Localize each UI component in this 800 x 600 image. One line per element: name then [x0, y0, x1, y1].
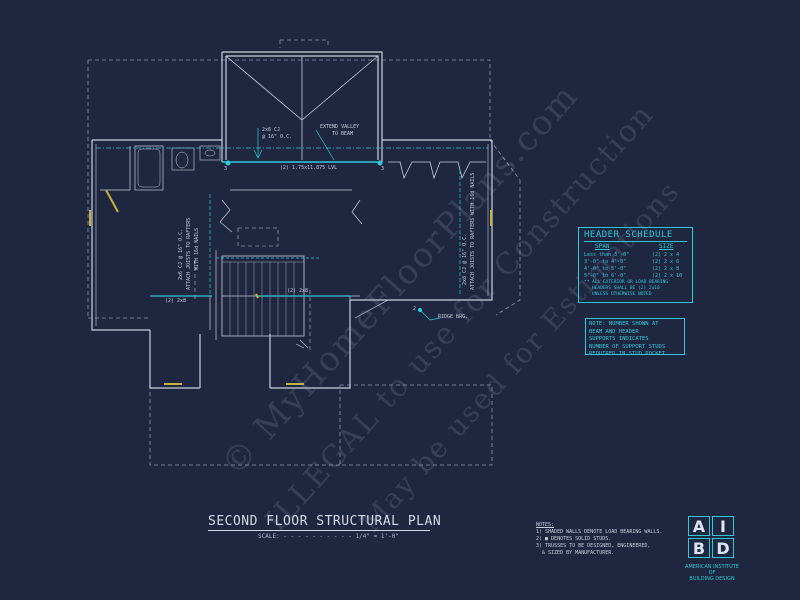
tub — [134, 145, 164, 191]
plan-scale-label: SCALE: — [258, 533, 280, 540]
plan-scale: SCALE: - - - - - - - - - - 1/4" = 1'-0" — [258, 533, 399, 540]
header-schedule-span: 4'-0" to 5'-0" — [584, 266, 627, 272]
stud-note-line-1: NOTE: NUMBER SHOWN AT — [589, 321, 659, 327]
callout-cj-top-spacing: @ 16" O.C. — [262, 134, 293, 140]
plan-scale-value: 1/4" = 1'-0" — [355, 533, 399, 540]
callout-cj-top: 2x6 CJ — [262, 127, 281, 133]
stud-note-line-3: SUPPORTS INDICATES — [589, 336, 649, 342]
post-count-ridge: 2 — [413, 306, 417, 312]
attic-access — [237, 227, 279, 247]
header-schedule-span: 3'-0" to 4'-0" — [584, 259, 627, 265]
callout-left-joists: 2x6 CJ @ 16" O.C. — [178, 228, 184, 280]
plan-title-underline — [208, 530, 430, 531]
stud-note-line-2: BEAM AND HEADER — [589, 328, 639, 335]
logo-caption: AMERICAN INSTITUTE OF BUILDING DESIGN — [672, 564, 752, 582]
header-schedule-col-span: SPAN — [595, 243, 610, 250]
header-schedule-size: (2) 2 x 10 — [652, 273, 683, 279]
roof-overhang-bottom-right — [339, 384, 493, 466]
header-schedule-span: Less than 3'-0" — [584, 252, 630, 258]
header-left: (2) 2x8 — [165, 298, 187, 304]
callout-left-attach-2: WITH 16d NAILS — [194, 227, 200, 270]
header-schedule-footnote-1: ** ALL EXTERIOR OR LOAD BEARING — [584, 280, 668, 285]
stud-note-box: NOTE: NUMBER SHOWN AT BEAM AND HEADER SU… — [585, 318, 685, 357]
callout-valley: EXTEND VALLEY — [320, 124, 360, 130]
header-mid: (2) 2x8 — [287, 288, 309, 294]
exterior-wall-right — [350, 140, 493, 301]
exterior-wall-left — [91, 140, 150, 331]
note-4: & SIZED BY MANUFACTURER. — [542, 550, 615, 556]
logo-caption-3: BUILDING DESIGN — [689, 576, 735, 582]
header-schedule-footnote: ** ALL EXTERIOR OR LOAD BEARING HEADERS … — [584, 280, 690, 298]
notes-heading: NOTES: — [536, 522, 555, 528]
post-count-left: 3 — [224, 166, 228, 172]
callout-lvl: (2) 1.75x11.875 LVL — [280, 165, 338, 171]
logo-letter-d: D — [712, 538, 734, 558]
header-schedule-footnote-2: HEADERS SHALL BE (2) 2x10 — [592, 286, 660, 291]
logo-letter-i: I — [712, 516, 734, 536]
header-schedule-size: (2) 2 x 4 — [652, 252, 680, 258]
stud-note-line-5: REQUIRED IN STUD POCKET. — [589, 351, 669, 357]
callout-ridge-brg: RIDGE BRG. — [438, 314, 469, 320]
post-count-right: 3 — [381, 166, 385, 172]
callout-left-attach: ATTACH JOISTS TO RAFTERS — [186, 217, 192, 290]
header-schedule-col-size: SIZE — [659, 243, 674, 250]
bearing-wall-left — [105, 189, 119, 213]
header-schedule-footnote-3: UNLESS OTHERWISE NOTED — [592, 292, 652, 297]
logo-caption-2: OF — [708, 570, 716, 576]
note-1: 1) SHADED WALLS DENOTE LOAD BEARING WALL… — [536, 529, 663, 535]
header-schedule-size: (2) 2 x 8 — [652, 266, 680, 272]
header-schedule-title: HEADER SCHEDULE — [584, 230, 673, 240]
callout-right-joists: 2x8 CJ @ 16" O.C. — [462, 233, 468, 285]
aibd-logo: A I B D — [688, 516, 736, 561]
logo-letter-a: A — [688, 516, 710, 536]
logo-letter-b: B — [688, 538, 710, 558]
roof-overhang-top — [88, 59, 491, 140]
header-schedule-size: (2) 2 x 6 — [652, 259, 680, 265]
callout-valley-2: TO BEAM — [332, 131, 354, 137]
general-notes: NOTES: 1) SHADED WALLS DENOTE LOAD BEARI… — [536, 522, 662, 557]
stud-note-line-4: NUMBER OF SUPPORT STUDS — [589, 343, 666, 350]
header-schedule-span: 5'-0" to 6'-0" — [584, 273, 627, 279]
logo-caption-1: AMERICAN INSTITUTE — [685, 564, 739, 570]
plan-title: SECOND FLOOR STRUCTURAL PLAN — [208, 514, 442, 529]
header-schedule-rule — [584, 241, 687, 242]
callout-right-attach: ATTACH JOISTS TO RAFTERS WITH 16d NAILS — [470, 172, 476, 290]
gable-wall — [222, 51, 383, 162]
note-2: 2) ■ DENOTES SOLID STUDS. — [536, 536, 612, 542]
header-schedule: HEADER SCHEDULE SPAN SIZE Less than 3'-0… — [578, 227, 693, 303]
note-3: 3) TRUSSES TO BE DESIGNED, ENGINEERED, — [536, 543, 651, 549]
